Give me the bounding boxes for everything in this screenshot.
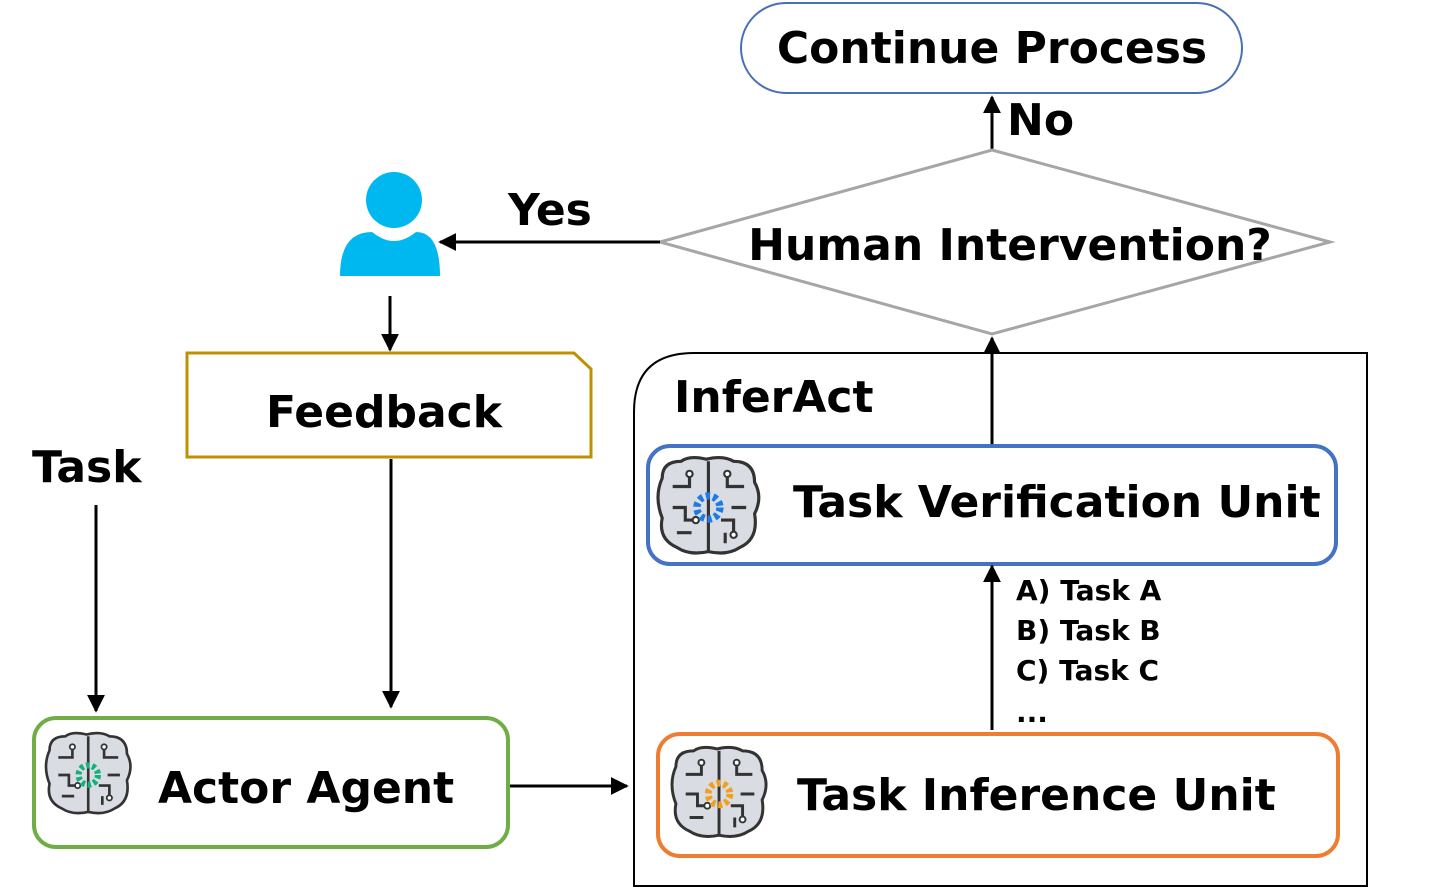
- actor-agent-label: Actor Agent: [158, 763, 454, 814]
- task-list-item-b: B) Task B: [1016, 614, 1161, 647]
- task-verification-unit-node: [646, 444, 1338, 566]
- human-intervention-decision: [654, 148, 1336, 336]
- task-list-item-c: C) Task C: [1016, 654, 1159, 687]
- task-inference-unit-node: [656, 732, 1340, 858]
- task-inference-unit-label: Task Inference Unit: [797, 770, 1276, 821]
- actor-brain-gear-icon: [44, 731, 132, 815]
- actor-agent-node: [32, 716, 510, 849]
- yes-label: Yes: [507, 185, 592, 236]
- verification-brain-gear-icon: [656, 455, 761, 555]
- task-list-item-a: A) Task A: [1016, 574, 1162, 607]
- task-verification-unit-label: Task Verification Unit: [793, 477, 1321, 528]
- inference-brain-gear-icon: [670, 745, 768, 838]
- continue-process-node: [740, 2, 1243, 94]
- person-icon: [340, 172, 440, 276]
- no-label: No: [1007, 95, 1074, 146]
- task-label: Task: [32, 442, 143, 493]
- task-list-ellipsis: ...: [1016, 696, 1048, 729]
- inferact-container: [633, 352, 1368, 887]
- feedback-label: Feedback: [266, 387, 504, 438]
- decision-label: Human Intervention?: [748, 220, 1272, 271]
- inferact-label: InferAct: [674, 372, 874, 423]
- feedback-node: [185, 351, 593, 459]
- continue-process-label: Continue Process: [777, 23, 1207, 74]
